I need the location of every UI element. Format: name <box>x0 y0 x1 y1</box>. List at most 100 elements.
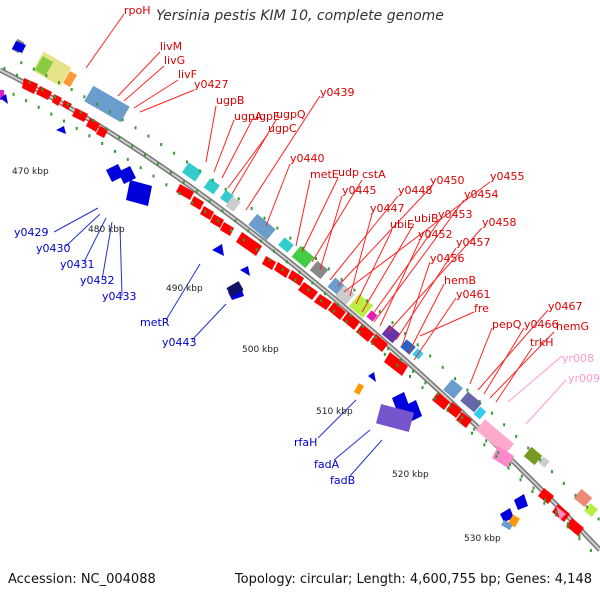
gene-label[interactable]: hemB <box>444 274 476 287</box>
gene-arrow[interactable] <box>328 302 346 320</box>
gene-block[interactable] <box>443 379 463 399</box>
gene-arrow[interactable] <box>500 508 514 522</box>
gene-label[interactable]: y0461 <box>456 288 491 301</box>
gene-arrow[interactable] <box>314 294 332 310</box>
gene-arrow[interactable] <box>220 222 234 236</box>
gene-label[interactable]: y0467 <box>548 300 583 313</box>
gene-label[interactable]: fre <box>474 302 489 315</box>
gene-label[interactable]: metE <box>310 168 339 181</box>
gene-arrow[interactable] <box>106 164 124 182</box>
gene-block[interactable] <box>182 162 202 182</box>
gene-label[interactable]: yr008 <box>562 352 594 365</box>
gene-arrow[interactable] <box>0 94 8 104</box>
gene-arrow[interactable] <box>514 494 528 510</box>
gene-block[interactable] <box>523 446 543 466</box>
gene-arrow[interactable] <box>36 86 52 100</box>
gene-label[interactable]: livF <box>178 68 197 81</box>
gene-block[interactable] <box>335 285 355 305</box>
gene-block[interactable] <box>309 260 329 280</box>
gene-arrow[interactable] <box>12 41 26 53</box>
gene-arrow[interactable] <box>86 118 100 132</box>
gene-arrow[interactable] <box>538 488 554 504</box>
gene-label[interactable]: y0457 <box>456 236 491 249</box>
gene-label[interactable]: udp <box>338 166 359 179</box>
gene-arrow[interactable] <box>556 506 566 520</box>
gene-block[interactable] <box>381 324 401 344</box>
gene-label[interactable]: y0445 <box>342 184 377 197</box>
gene-block[interactable] <box>225 196 241 212</box>
gene-label[interactable]: ugpC <box>268 122 297 135</box>
gene-block[interactable] <box>248 213 276 241</box>
gene-label[interactable]: ugpE <box>252 110 280 123</box>
gene-label[interactable]: y0427 <box>194 78 229 91</box>
gene-label[interactable]: livM <box>160 40 182 53</box>
gene-label[interactable]: ugpQ <box>276 108 306 121</box>
gene-block[interactable] <box>84 85 130 123</box>
gene-block[interactable] <box>278 237 294 253</box>
gene-label[interactable]: fadA <box>314 458 340 471</box>
gene-arrow[interactable] <box>118 166 136 184</box>
gene-label[interactable]: y0453 <box>438 208 473 221</box>
gene-label[interactable]: cstA <box>362 168 386 181</box>
gene-arrow[interactable] <box>384 352 408 376</box>
gene-label[interactable]: y0430 <box>36 242 71 255</box>
gene-block[interactable] <box>353 383 365 395</box>
gene-label[interactable]: y0450 <box>430 174 465 187</box>
gene-block[interactable] <box>34 56 54 76</box>
gene-arrow[interactable] <box>126 180 152 206</box>
gene-arrow[interactable] <box>236 232 262 256</box>
gene-label[interactable]: trkH <box>530 336 553 349</box>
gene-arrow[interactable] <box>176 184 194 200</box>
gene-label[interactable]: rpoH <box>124 4 151 17</box>
gene-label[interactable]: y0439 <box>320 86 355 99</box>
gene-label[interactable]: livG <box>164 54 185 67</box>
gene-label[interactable]: y0458 <box>482 216 517 229</box>
gene-label[interactable]: y0433 <box>102 290 137 303</box>
gene-label[interactable]: y0431 <box>60 258 95 271</box>
gene-block[interactable] <box>573 488 593 508</box>
gene-block[interactable] <box>375 403 415 433</box>
gene-block[interactable] <box>63 70 77 88</box>
gene-label[interactable]: ubiB <box>414 212 439 225</box>
gene-arrow[interactable] <box>96 126 108 138</box>
gene-label[interactable]: rfaH <box>294 436 317 449</box>
gene-arrow[interactable] <box>190 196 204 210</box>
gene-label[interactable]: ubiE <box>390 218 414 231</box>
gene-label[interactable]: ugpA <box>234 110 263 123</box>
gene-arrow[interactable] <box>262 256 276 270</box>
gene-block[interactable] <box>203 178 220 195</box>
gene-arrow[interactable] <box>56 126 66 134</box>
gene-label[interactable]: y0429 <box>14 226 49 239</box>
gene-label[interactable]: hemG <box>556 320 589 333</box>
gene-arrow[interactable] <box>368 372 376 382</box>
gene-label[interactable]: y0447 <box>370 202 405 215</box>
gene-block[interactable] <box>0 90 4 100</box>
gene-arrow[interactable] <box>370 334 388 352</box>
gene-block[interactable] <box>501 519 513 531</box>
gene-block[interactable] <box>473 406 487 420</box>
gene-label[interactable]: y0454 <box>464 188 499 201</box>
gene-label[interactable]: ugpB <box>216 94 244 107</box>
gene-label[interactable]: metR <box>140 316 170 329</box>
gene-block[interactable] <box>348 294 374 318</box>
gene-label[interactable]: y0443 <box>162 336 197 349</box>
gene-label[interactable]: y0440 <box>290 152 325 165</box>
gene-label[interactable]: y0455 <box>490 170 525 183</box>
gene-arrow[interactable] <box>72 108 88 122</box>
gene-label[interactable]: fadB <box>330 474 355 487</box>
gene-arrow[interactable] <box>240 266 250 276</box>
gene-label[interactable]: y0452 <box>418 228 453 241</box>
gene-label[interactable]: y0448 <box>398 184 433 197</box>
gene-arrow[interactable] <box>22 78 38 94</box>
gene-block[interactable] <box>460 391 482 413</box>
gene-arrow[interactable] <box>356 324 374 342</box>
gene-arrow[interactable] <box>432 392 450 410</box>
gene-label[interactable]: y0466 <box>524 318 559 331</box>
gene-arrow[interactable] <box>200 206 214 220</box>
gene-arrow[interactable] <box>212 244 224 256</box>
gene-label[interactable]: y0432 <box>80 274 115 287</box>
gene-arrow[interactable] <box>566 518 584 536</box>
gene-block[interactable] <box>475 419 515 455</box>
gene-label[interactable]: yr009 <box>568 372 600 385</box>
gene-label[interactable]: pepQ <box>492 318 522 331</box>
